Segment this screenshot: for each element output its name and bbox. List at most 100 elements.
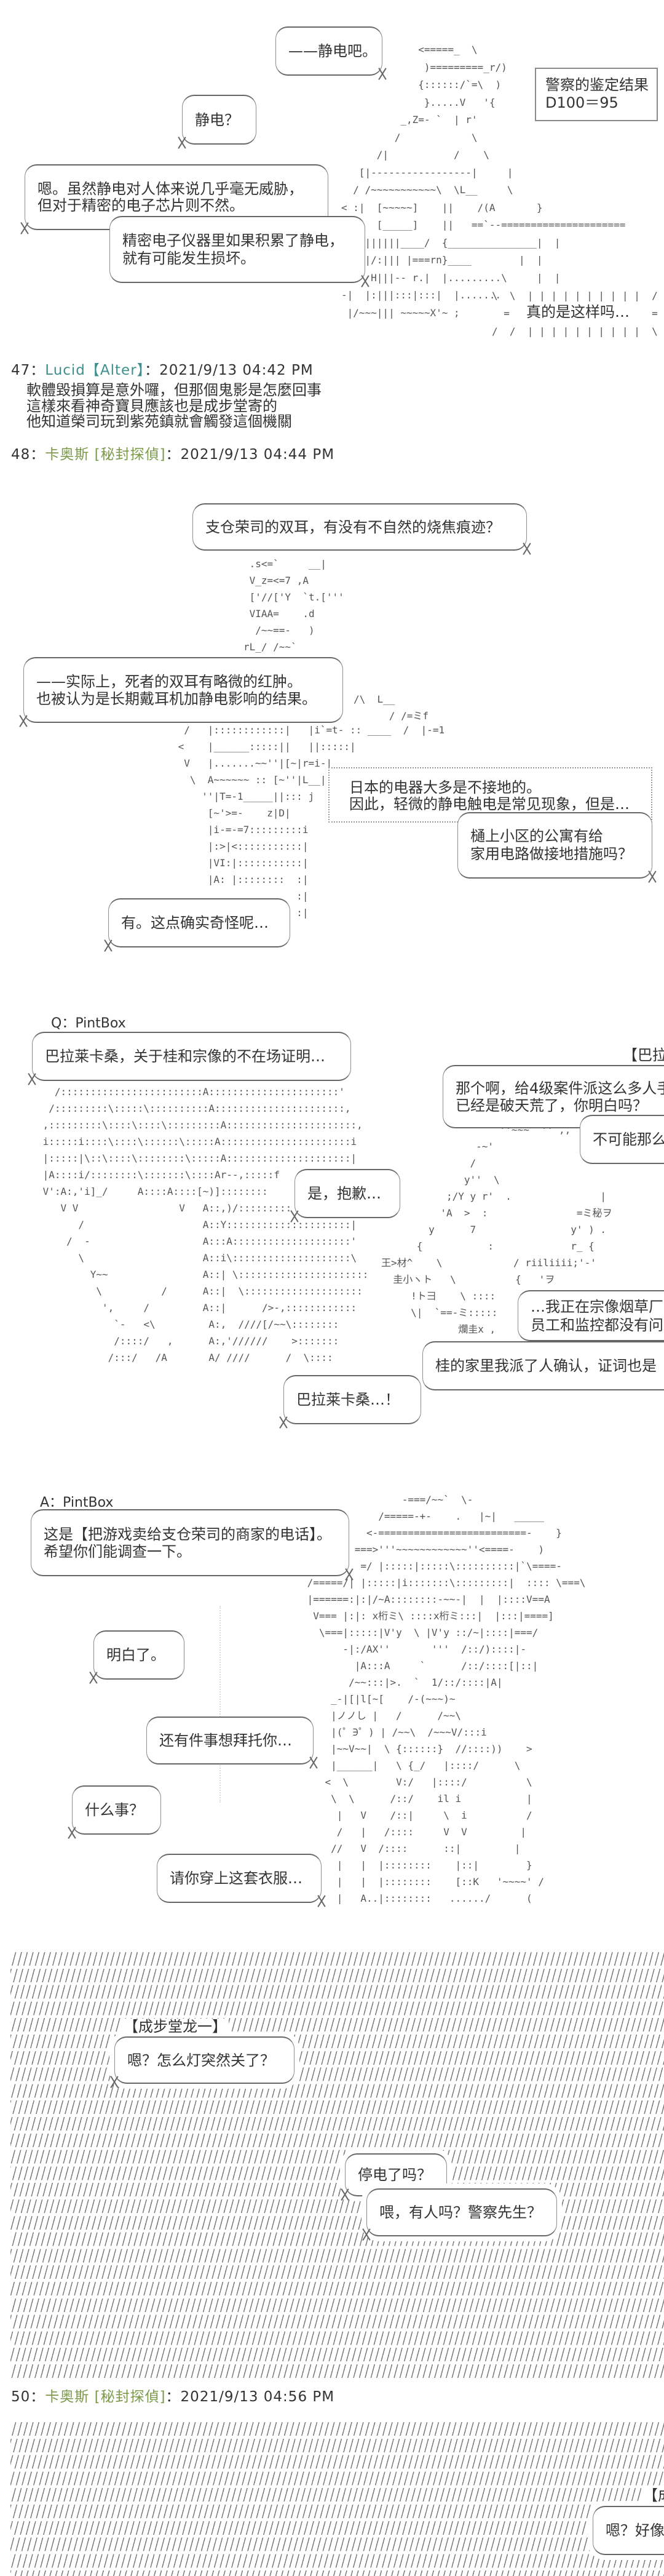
- result-roll: D100＝95: [545, 94, 619, 111]
- bubble-text: 停电了吗？: [358, 2166, 432, 2183]
- speech-tail-icon: [339, 2188, 350, 2201]
- speech-tail-icon: [66, 1826, 77, 1840]
- speech-tail-icon: [103, 939, 114, 952]
- speech-tail-icon: [109, 2075, 120, 2089]
- speech-tail-icon: [19, 221, 30, 235]
- bubble-text: 什么事？: [85, 1801, 144, 1819]
- ascii-art-woman-head: .s<=` __| V_z=<=7 ,A ['//['Y `t.[''' VIA…: [243, 558, 344, 653]
- speech-bubble-question: 静电？: [182, 95, 256, 145]
- speech-tail-icon: [360, 274, 371, 288]
- poster-name: 卡奥斯 [秘封探偵]: [45, 2389, 166, 2405]
- speech-tail-icon: [88, 1671, 99, 1685]
- bubble-text: 桂的家里我派了人确认，证词也是: [435, 1357, 657, 1374]
- bubble-text: 明白了。: [106, 1646, 165, 1664]
- bubble-text-line: …我正在宗像烟草厂: [531, 1298, 663, 1315]
- post-line: 這樣來看神奇寶貝應該也是成步堂寄的: [26, 397, 277, 415]
- bubble-text: 是，抱歉…: [307, 1185, 381, 1202]
- speech-bubble-understood: 明白了。: [93, 1630, 184, 1680]
- speech-tail-icon: [647, 870, 658, 883]
- post-header-50: 50：卡奥斯 [秘封探偵]：2021/9/13 04:56 PM: [11, 2389, 334, 2406]
- bubble-text-line: 但对于精密的电子芯片则不然。: [38, 196, 244, 214]
- speech-bubble-clothes: 请你穿上这套衣服…: [157, 1854, 322, 1903]
- speech-tail-icon: [176, 136, 188, 150]
- bubble-text: 还有件事想拜托你…: [159, 1732, 292, 1749]
- speech-tail-icon: [521, 542, 532, 556]
- speech-bubble-exclaim: 巴拉莱卡桑…！: [283, 1375, 421, 1424]
- ascii-art-emphasis-burst: \ \ | | | | | | | | | | / / = = / / | | …: [492, 290, 658, 337]
- speech-tail-icon: [26, 1072, 38, 1086]
- bubble-text-line: 嗯。虽然静电对人体来说几乎毫无威胁，: [38, 180, 303, 197]
- bubble-text-line: ——实际上，死者的双耳有略微的红肿。: [36, 672, 302, 690]
- bubble-text-line: 也被认为是长期戴耳机加静电影响的结果。: [36, 690, 317, 708]
- ascii-art-officer: ''~~~ '' ,, -~' / y'' \ ;/Y y r' . | 'A …: [381, 1124, 612, 1335]
- ascii-art-detective-hair: /::::::::::::::::::::::::A::::::::::::::…: [42, 1086, 369, 1363]
- bubble-text: 支仓荣司的双耳，有没有不自然的烧焦痕迹？: [205, 518, 500, 536]
- speech-bubble-request: 还有件事想拜托你…: [146, 1717, 314, 1765]
- speech-bubble-factory: …我正在宗像烟草厂 员工和监控都没有问: [518, 1290, 664, 1341]
- speech-bubble-ears: 支仓荣司的双耳，有没有不自然的烧焦痕迹？: [192, 503, 527, 551]
- narration-line: 因此，轻微的静电触电是常见现象，但是…: [349, 796, 630, 813]
- question-label: Q：PintBox: [51, 1016, 126, 1031]
- speech-tail-icon: [289, 1210, 300, 1223]
- speech-bubble-damage: 精密电子仪器里如果积累了静电， 就有可能发生损坏。: [109, 216, 365, 283]
- bubble-text-line: 这是【把游戏卖给支仓荣司的商家的电话】。: [44, 1525, 331, 1543]
- poster-name: 卡奥斯 [秘封探偵]: [45, 447, 166, 463]
- bubble-text-line: 家用电路做接地措施吗？: [470, 845, 633, 863]
- speaker-label: 【成步堂龙一】: [122, 2019, 229, 2035]
- speech-tail-icon: [344, 1568, 355, 1581]
- post-date: ：2021/9/13 04:56 PM: [165, 2389, 335, 2405]
- darkness-hatch-pattern: [10, 1952, 664, 2378]
- speech-bubble-anyone-there: 喂，有人吗？警察先生？: [366, 2188, 557, 2236]
- speech-bubble-lights-off: 嗯？怎么灯突然关了？: [114, 2036, 294, 2084]
- bubble-text: 巴拉莱卡桑…！: [296, 1391, 400, 1408]
- post-date: ：2021/9/13 04:44 PM: [165, 447, 335, 463]
- speech-tail-icon: [278, 1416, 289, 1429]
- bubble-text-line: 精密电子仪器里如果积累了静电，: [122, 231, 344, 249]
- bubble-text: ——静电吧。: [288, 42, 377, 60]
- post-number: 47：: [11, 362, 45, 378]
- dotted-divider: [219, 1606, 221, 1803]
- speech-tail-icon: [316, 1894, 327, 1908]
- bubble-text-line: 那个啊，给4级案件派这么多人手: [456, 1079, 664, 1097]
- bubble-text: 静电？: [195, 111, 239, 129]
- speech-bubble-impossible: 不可能那么: [580, 1115, 664, 1164]
- post-header-47: 47：Lucid【Alter】：2021/9/13 04:42 PM: [11, 362, 314, 379]
- bubble-text: 嗯？怎么灯突然关了？: [127, 2051, 275, 2069]
- speech-bubble-strange: 有。这点确实奇怪呢…: [108, 898, 290, 947]
- speech-bubble-grounding: 樋上小区的公寓有给 家用电路做接地措施吗？: [457, 812, 652, 879]
- ascii-art-scribble: /\ L__ / /=ミf: [354, 693, 429, 722]
- bubble-text: 请你穿上这套衣服…: [170, 1870, 302, 1887]
- bubble-text-line: 樋上小区的公寓有给: [470, 827, 603, 845]
- bubble-text: 不可能那么: [593, 1131, 664, 1148]
- post-date: ：2021/9/13 04:42 PM: [144, 362, 314, 378]
- speaker-label: 【成: [641, 2487, 664, 2504]
- bubble-text-line: 员工和监控都没有问: [531, 1316, 663, 1334]
- bubble-text: 喂，有人吗？警察先生？: [379, 2204, 542, 2221]
- speech-tail-icon: [377, 67, 388, 81]
- post-number: 50：: [11, 2389, 45, 2405]
- speech-bubble-katsura-home: 桂的家里我派了人确认，证词也是: [422, 1341, 664, 1390]
- speech-bubble-phone-number: 这是【把游戏卖给支仓荣司的商家的电话】。 希望你们能调查一下。: [31, 1509, 349, 1576]
- speech-bubble-sorry: 是，抱歉…: [294, 1169, 400, 1218]
- post-number: 48：: [11, 447, 45, 463]
- bubble-text-line: 就有可能发生损坏。: [122, 249, 255, 267]
- answer-label: A：PintBox: [40, 1495, 114, 1510]
- post-header-48: 48：卡奥斯 [秘封探偵]：2021/9/13 04:44 PM: [11, 447, 334, 463]
- speech-bubble-static: ——静电吧。: [275, 26, 382, 76]
- post-line: 他知道榮司玩到紫苑鎮就會觸發這個機關: [26, 413, 292, 430]
- darkness-hatch-pattern: [10, 2422, 664, 2576]
- bubble-text: 巴拉莱卡桑，关于桂和宗像的不在场证明…: [45, 1048, 325, 1065]
- speech-tail-icon: [361, 2228, 372, 2241]
- ascii-art-woman-body: / |::::::::::::| |i`=t- :: ____ / |-=1 <…: [178, 724, 445, 919]
- post-line: 軟體毀損算是意外囉，但那個鬼影是怎麼回事: [26, 381, 322, 399]
- speech-tail-icon: [308, 1756, 319, 1769]
- bubble-text: 有。这点确实奇怪呢…: [121, 914, 269, 931]
- dice-result-box: 警察的鉴定结果 D100＝95: [535, 68, 658, 121]
- narration-line: 日本的电器大多是不接地的。: [349, 779, 541, 796]
- bubble-text-line: 已经是破天荒了，你明白吗？: [456, 1096, 647, 1114]
- speech-bubble-what: 什么事？: [72, 1785, 161, 1835]
- post-body-47: 軟體毀損算是意外囉，但那個鬼影是怎麼回事 這樣來看神奇寶貝應該也是成步堂寄的 他…: [26, 381, 322, 430]
- result-title: 警察的鉴定结果: [545, 76, 649, 94]
- speech-bubble-alibi: 巴拉莱卡桑，关于桂和宗像的不在场证明…: [32, 1032, 351, 1081]
